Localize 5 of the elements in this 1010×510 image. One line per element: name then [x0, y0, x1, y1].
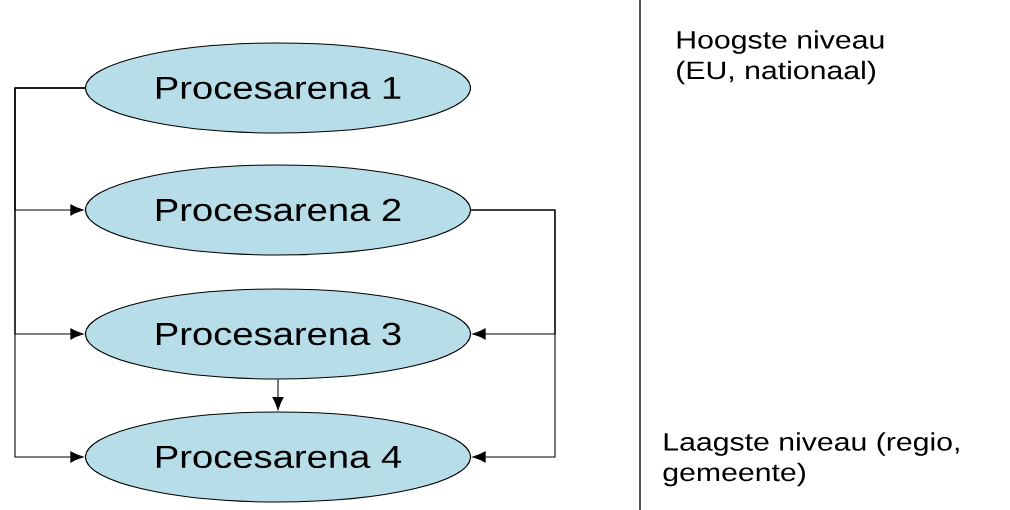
arrow — [470, 209, 556, 463]
level-label: Laagste niveau (regio, gemeente) — [663, 432, 959, 487]
arrow — [14, 87, 86, 463]
arrow — [272, 379, 284, 410]
level-label: Hoogste niveau (EU, nationaal) — [677, 30, 884, 85]
